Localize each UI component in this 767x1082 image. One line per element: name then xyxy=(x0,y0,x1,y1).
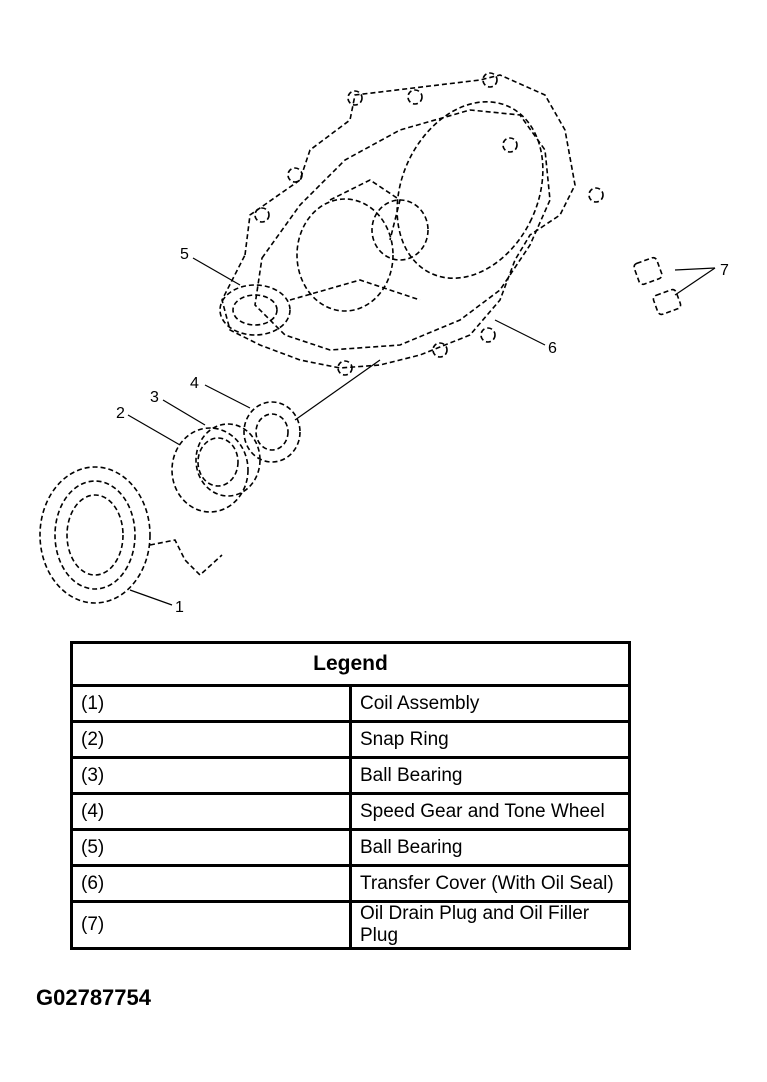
figure-id: G02787754 xyxy=(36,985,151,1010)
callout-3: 3 xyxy=(150,389,159,406)
table-row: (2) Snap Ring xyxy=(70,720,631,759)
legend-title: Legend xyxy=(70,641,631,687)
table-row: (7) Oil Drain Plug and Oil Filler Plug xyxy=(70,900,631,950)
snap-ring-part xyxy=(171,427,249,513)
callout-5: 5 xyxy=(180,246,189,263)
exploded-parts-diagram: 1 2 3 4 5 6 7 xyxy=(39,72,729,616)
callout-6: 6 xyxy=(548,340,557,357)
legend-header-row: Legend xyxy=(70,641,631,687)
legend-code: (5) xyxy=(70,828,352,867)
table-row: (5) Ball Bearing xyxy=(70,828,631,867)
legend-code: (7) xyxy=(70,900,352,950)
legend-description: Snap Ring xyxy=(349,720,631,759)
legend-description: Speed Gear and Tone Wheel xyxy=(349,792,631,831)
legend-code: (4) xyxy=(70,792,352,831)
callout-4: 4 xyxy=(190,375,199,392)
legend-code: (1) xyxy=(70,684,352,723)
legend-code: (3) xyxy=(70,756,352,795)
callout-7: 7 xyxy=(720,262,729,279)
callout-2: 2 xyxy=(116,405,125,422)
oil-plugs-part xyxy=(633,256,682,316)
legend-description: Oil Drain Plug and Oil Filler Plug xyxy=(349,900,631,950)
legend-description: Coil Assembly xyxy=(349,684,631,723)
legend-code: (6) xyxy=(70,864,352,903)
coil-assembly-part xyxy=(39,466,223,604)
table-row: (4) Speed Gear and Tone Wheel xyxy=(70,792,631,831)
ball-bearing-part xyxy=(195,423,261,497)
table-row: (6) Transfer Cover (With Oil Seal) xyxy=(70,864,631,903)
table-row: (3) Ball Bearing xyxy=(70,756,631,795)
legend-table: Legend (1) Coil Assembly (2) Snap Ring (… xyxy=(70,641,631,950)
legend-code: (2) xyxy=(70,720,352,759)
callout-1: 1 xyxy=(175,599,184,616)
table-row: (1) Coil Assembly xyxy=(70,684,631,723)
legend-description: Ball Bearing xyxy=(349,828,631,867)
legend-description: Ball Bearing xyxy=(349,756,631,795)
callout-labels: 1 2 3 4 5 6 7 xyxy=(116,246,729,616)
legend-description: Transfer Cover (With Oil Seal) xyxy=(349,864,631,903)
speed-gear-part xyxy=(243,401,301,463)
transfer-cover-part xyxy=(219,72,604,376)
